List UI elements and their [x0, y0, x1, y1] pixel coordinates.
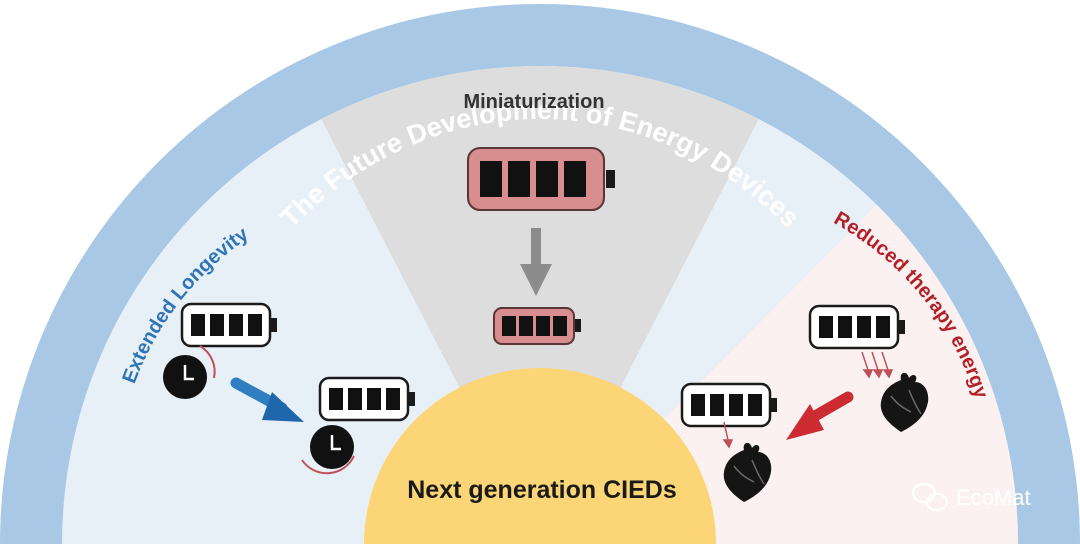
red-arrow-icon: [786, 391, 854, 440]
miniaturization-label: Miniaturization: [463, 91, 604, 113]
small-red-arrow-icon: [722, 421, 734, 449]
clock-rotation-arrow-icon: [199, 345, 216, 379]
blue-arrow-icon: [230, 377, 304, 422]
small-battery-icon: [493, 307, 581, 345]
battery-icon: [680, 382, 779, 428]
down-arrow-icon: [520, 228, 552, 296]
center-semicircle: [364, 368, 716, 544]
clock-icon: [308, 423, 356, 471]
watermark-text: EcoMat: [956, 485, 1031, 510]
center-label: Next generation CIEDs: [407, 476, 677, 504]
small-red-arrows-icon: [861, 351, 894, 379]
clock-icon: [161, 353, 209, 401]
battery-icon: [318, 376, 417, 422]
battery-icon: [808, 304, 907, 350]
battery-icon: [180, 302, 279, 348]
large-battery-icon: [467, 147, 615, 211]
wechat-icon: [912, 483, 948, 511]
clock-rotation-arrow-icon: [301, 455, 355, 475]
